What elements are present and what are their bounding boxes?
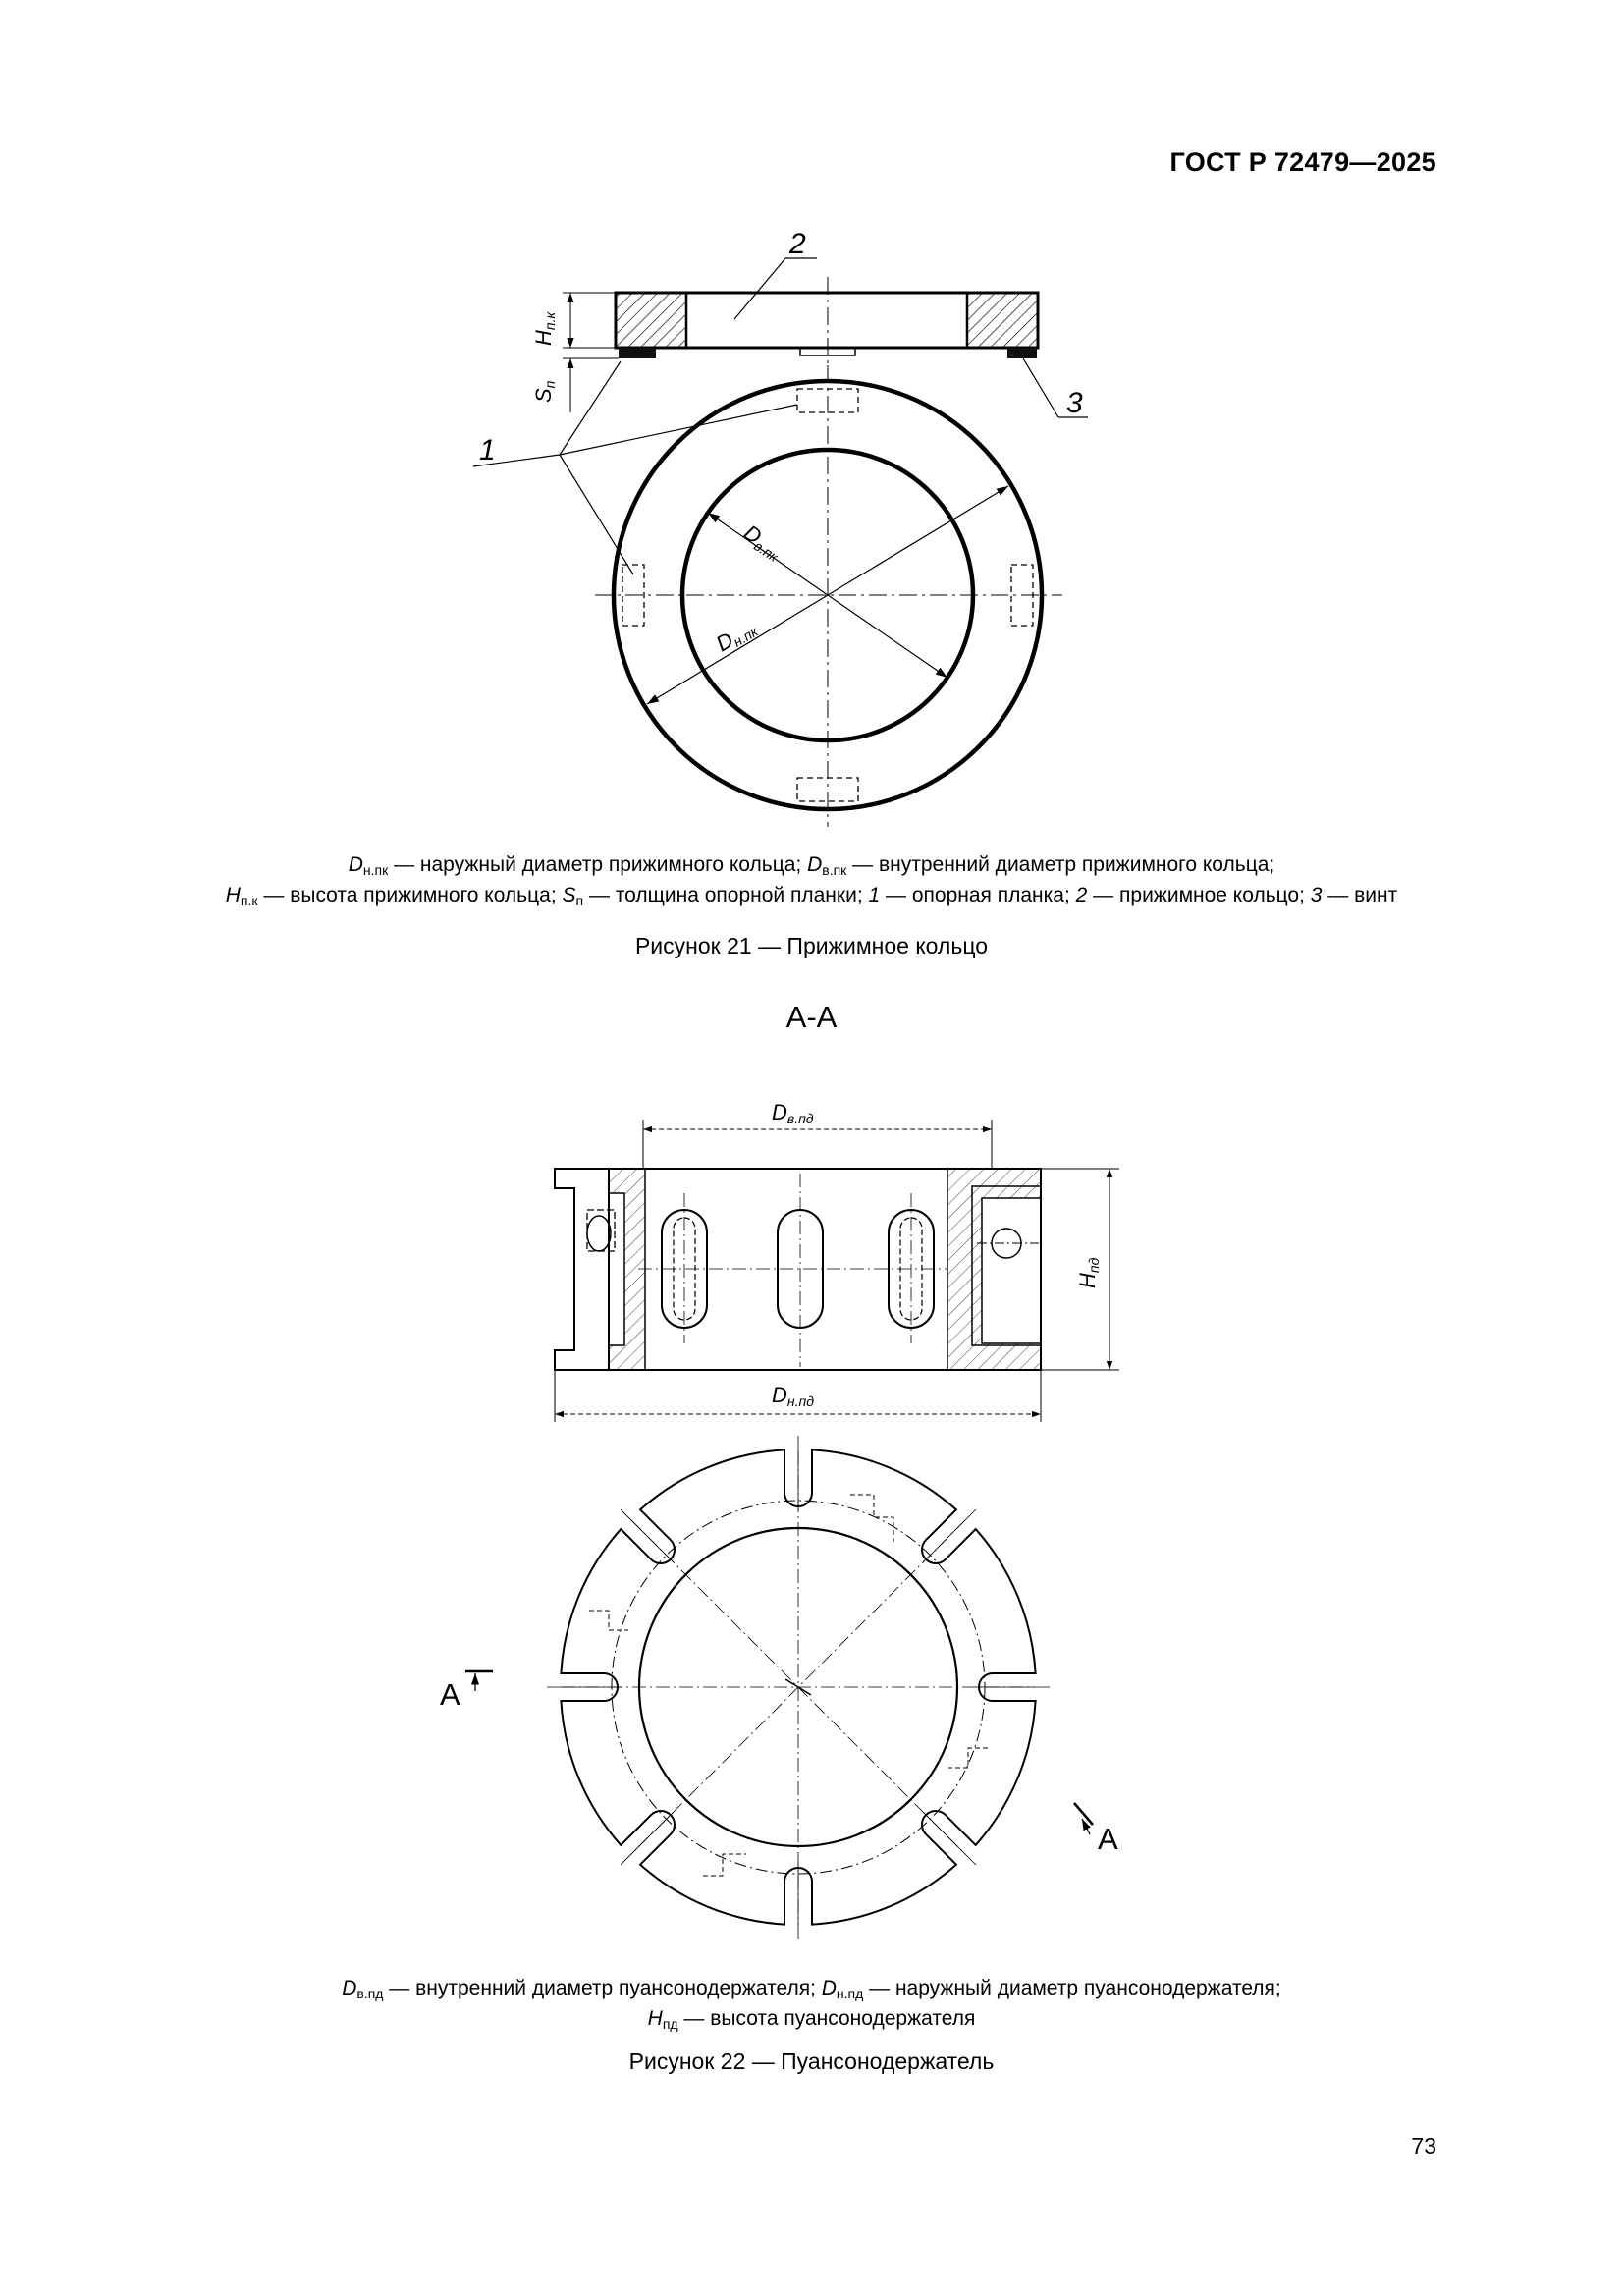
holder-outer-diameter-dimension: Dн.пд [554, 1370, 1042, 1422]
svg-text:А: А [440, 1677, 460, 1712]
legend-fragment: D [807, 853, 823, 876]
callout-1: 1 [472, 360, 798, 575]
legend-fragment: D [348, 853, 363, 876]
section-title: А-А [785, 1000, 838, 1034]
legend-fragment: — наружный диаметр пуансонодержателя; [863, 1977, 1281, 1999]
callout-2: 2 [733, 228, 817, 320]
svg-text:3: 3 [1066, 387, 1083, 419]
section-mark-left: А [440, 1669, 493, 1712]
figure-22-legend-line-1: Dв.пд — внутренний диаметр пуансонодержа… [0, 1976, 1623, 2006]
callout-3: 3 [1022, 357, 1088, 419]
legend-fragment: — опорная планка; [880, 884, 1076, 906]
figure-22-legend: Dв.пд — внутренний диаметр пуансонодержа… [0, 1976, 1623, 2037]
holder-inner-diameter-dimension: Dв.пд [642, 1100, 993, 1169]
figure-21-caption: Рисунок 21 — Прижимное кольцо [634, 933, 989, 958]
legend-fragment: — наружный диаметр прижимного кольца; [388, 853, 808, 876]
figure-21-drawing: Hп.к Sп 2 3 Dв.пк Dн.пк 1 [472, 228, 1088, 827]
legend-fragment: 1 [868, 884, 881, 906]
legend-fragment: — внутренний диаметр прижимного кольца; [846, 853, 1275, 876]
plate-thickness-label: Sп [531, 380, 558, 403]
legend-fragment: п [575, 893, 584, 908]
legend-fragment: — высота пуансонодержателя [677, 2007, 976, 2030]
legend-fragment: — внутренний диаметр пуансонодержателя; [383, 1977, 822, 1999]
holder-section-view [554, 1168, 1042, 1371]
figure-21-legend: Dн.пк — наружный диаметр прижимного коль… [0, 852, 1623, 913]
figure-21-legend-line-1: Dн.пк — наружный диаметр прижимного коль… [0, 852, 1623, 883]
legend-fragment: — винт [1322, 884, 1398, 906]
holder-outer-diameter-label: Dн.пд [772, 1383, 814, 1409]
figure-22-legend-line-2: Hпд — высота пуансонодержателя [0, 2006, 1623, 2037]
legend-fragment: — толщина опорной планки; [583, 884, 869, 906]
svg-text:1: 1 [479, 434, 496, 466]
legend-fragment: 3 [1310, 884, 1323, 906]
document-code: ГОСТ Р 72479—2025 [1169, 147, 1436, 177]
legend-fragment: н.пд [836, 1986, 864, 2001]
holder-plan-view [547, 1436, 1050, 1939]
legend-fragment: H [647, 2007, 663, 2030]
figure-22-caption: Рисунок 22 — Пуансонодержатель [628, 2049, 995, 2074]
legend-fragment: пд [662, 2016, 678, 2032]
legend-fragment: п.к [240, 893, 258, 908]
notch-center-line [620, 1508, 674, 1562]
svg-text:А: А [1098, 1822, 1118, 1856]
legend-fragment: в.пд [356, 1986, 384, 2001]
legend-fragment: — высота прижимного кольца; [257, 884, 563, 906]
legend-fragment: S [562, 884, 576, 906]
holder-height-label: Hпд [1075, 1257, 1102, 1288]
legend-fragment: — прижимное кольцо; [1087, 884, 1311, 906]
section-mark-right: А [1073, 1802, 1118, 1856]
ring-side-view [614, 277, 1040, 371]
ring-plan-view: Dв.пк Dн.пк [595, 365, 1062, 827]
svg-text:2: 2 [788, 228, 806, 260]
notch-center-line [923, 1508, 977, 1562]
legend-fragment: в.пк [822, 862, 847, 878]
legend-fragment: н.пк [362, 862, 389, 878]
holder-height-dimension: Hпд [1041, 1168, 1119, 1371]
legend-fragment: D [342, 1977, 357, 1999]
page-number: 73 [1411, 2133, 1436, 2159]
ring-height-dimension: Hп.к Sп [531, 292, 619, 412]
legend-fragment: 2 [1075, 884, 1088, 906]
legend-fragment: H [225, 884, 241, 906]
figure-21-legend-line-2: Hп.к — высота прижимного кольца; Sп — то… [0, 883, 1623, 913]
holder-inner-diameter-label: Dв.пд [772, 1100, 814, 1126]
ring-height-label: Hп.к [531, 311, 558, 346]
legend-fragment: D [821, 1977, 837, 1999]
